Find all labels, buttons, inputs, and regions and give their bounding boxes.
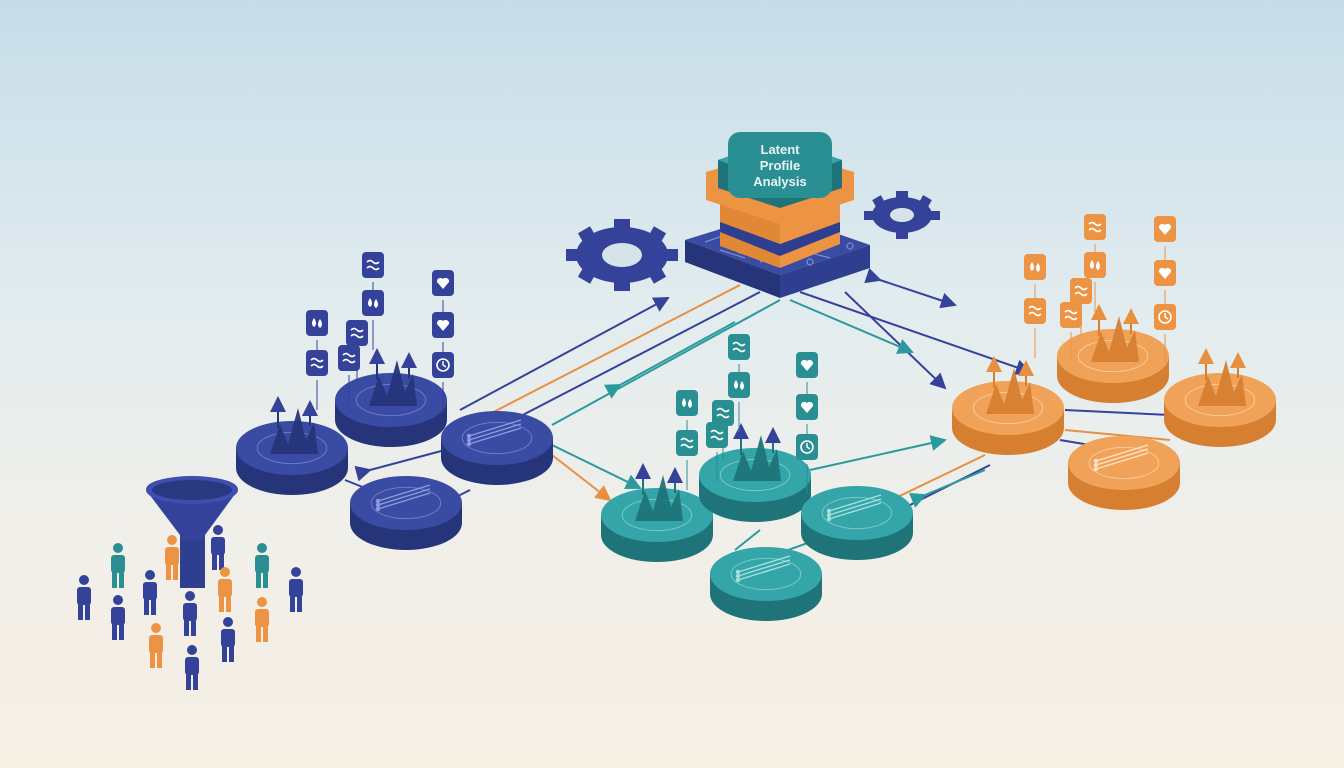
peak-chart (635, 475, 683, 521)
central-processor: Latent Profile Analysis (685, 132, 870, 298)
wave-icon (306, 350, 328, 410)
person-icon (149, 623, 163, 668)
platform-teal (601, 463, 713, 562)
peak-chart (733, 435, 781, 481)
peak-chart (369, 360, 417, 406)
wave-icon (1024, 298, 1046, 358)
person-icon (289, 567, 303, 612)
person-icon (143, 570, 157, 615)
peak-chart (1091, 316, 1139, 362)
gear-icon (864, 191, 940, 239)
title-line-3: Analysis (753, 174, 806, 189)
title-line-1: Latent (761, 142, 801, 157)
heart-icon (796, 394, 818, 454)
platform-orange (952, 356, 1064, 455)
platform-teal (710, 547, 822, 621)
person-icon (77, 575, 91, 620)
indicator-icons (306, 214, 1176, 494)
platform-orange (1164, 348, 1276, 447)
clock-icon (796, 434, 818, 494)
person-icon (218, 567, 232, 612)
peak-chart (1198, 360, 1246, 406)
person-icon (211, 525, 225, 570)
wave-icon (338, 345, 360, 405)
drops-icon (676, 390, 698, 450)
platform-teal (801, 486, 913, 560)
person-icon (185, 645, 199, 690)
person-icon (255, 597, 269, 642)
title-line-2: Profile (760, 158, 800, 173)
cluster-platforms (236, 304, 1276, 621)
platform-navy (236, 396, 348, 495)
person-icon (183, 591, 197, 636)
platform-orange (1057, 304, 1169, 403)
person-icon (221, 617, 235, 662)
wave-icon (1060, 302, 1082, 362)
gear-icon (566, 219, 678, 291)
funnel-icon (146, 476, 238, 588)
drops-icon (728, 372, 750, 432)
platform-teal (699, 423, 811, 522)
drops-icon (362, 290, 384, 350)
wave-icon (676, 430, 698, 490)
clock-icon (432, 352, 454, 412)
person-icon (165, 535, 179, 580)
peak-chart (270, 408, 318, 454)
platform-orange (1068, 436, 1180, 510)
wave-icon (706, 422, 728, 482)
person-icon (111, 543, 125, 588)
wave-icon (362, 252, 384, 312)
population-group (77, 525, 303, 690)
platform-navy (441, 411, 553, 485)
drops-icon (1084, 252, 1106, 312)
person-icon (111, 595, 125, 640)
peak-chart (986, 368, 1034, 414)
platform-navy (350, 476, 462, 550)
person-icon (255, 543, 269, 588)
clock-icon (1154, 304, 1176, 364)
platform-navy (335, 348, 447, 447)
